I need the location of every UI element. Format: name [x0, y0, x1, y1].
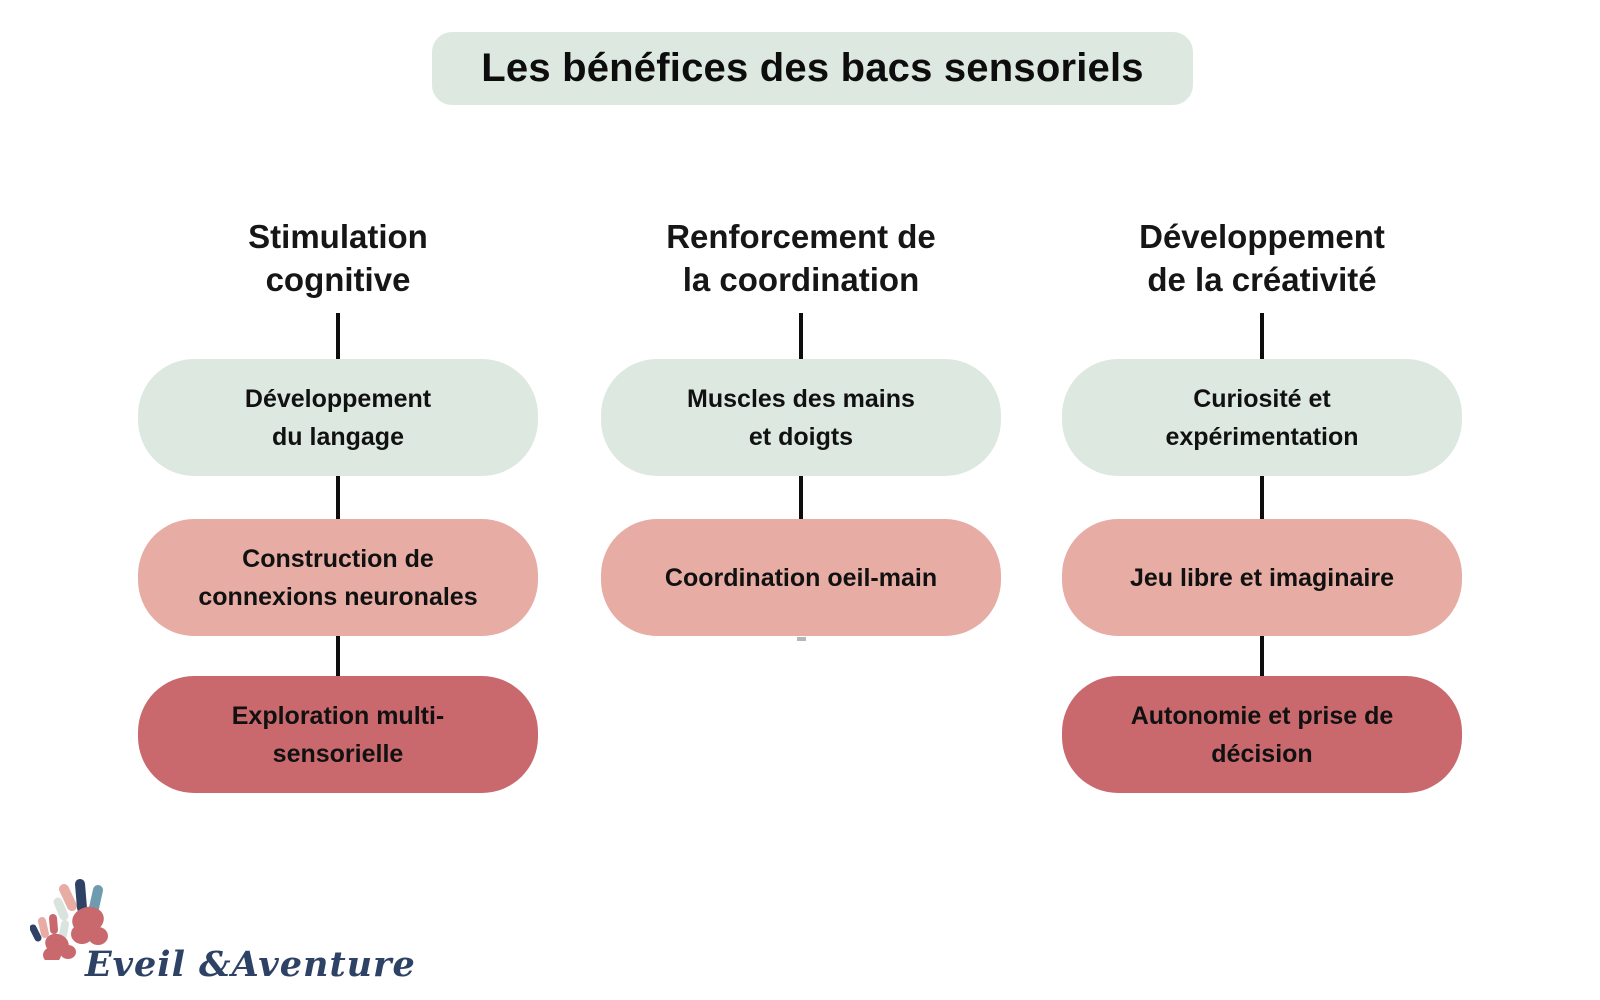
heading-line: Renforcement de	[666, 217, 936, 255]
benefit-text: Coordination oeil-main	[664, 563, 938, 592]
title-banner: Les bénéfices des bacs sensoriels	[432, 32, 1193, 105]
benefit-text: expérimentation	[1165, 422, 1359, 451]
benefit-text: Développement	[244, 384, 432, 413]
connector-line	[336, 476, 340, 519]
connector-line	[1260, 476, 1264, 519]
benefit-text: connexions neuronales	[198, 582, 478, 611]
benefit-box: Jeu libre et imaginaire	[1062, 519, 1462, 636]
connector-line	[799, 476, 803, 519]
benefit-box: Développement du langage	[138, 359, 538, 476]
brand-logo: Eveil &Aventure	[30, 860, 460, 990]
heading-line: cognitive	[265, 260, 411, 298]
benefit-text: Curiosité et	[1193, 384, 1331, 413]
benefit-box: Exploration multi- sensorielle	[138, 676, 538, 793]
benefit-box: Coordination oeil-main	[601, 519, 1001, 636]
column-developpement-creativite: Développement de la créativité Curiosité…	[1062, 205, 1462, 793]
connector-line	[336, 313, 340, 359]
benefit-text: Muscles des mains	[687, 384, 915, 413]
benefit-box: Muscles des mains et doigts	[601, 359, 1001, 476]
handprints-logo-icon	[30, 879, 108, 960]
benefit-text: décision	[1211, 739, 1313, 768]
column-heading: Stimulation cognitive	[138, 205, 538, 310]
page-title: Les bénéfices des bacs sensoriels	[481, 46, 1144, 90]
benefit-box: Curiosité et expérimentation	[1062, 359, 1462, 476]
benefit-text: Autonomie et prise de	[1130, 701, 1394, 730]
benefit-text: Jeu libre et imaginaire	[1130, 563, 1394, 592]
benefit-text: et doigts	[748, 422, 854, 451]
connector-line	[1260, 313, 1264, 359]
benefit-text: Exploration multi-	[231, 701, 445, 730]
heading-line: Développement	[1139, 217, 1385, 255]
connector-line	[336, 636, 340, 676]
heading-line: Stimulation	[248, 217, 428, 255]
heading-line: la coordination	[682, 260, 920, 298]
connector-line	[799, 313, 803, 359]
benefit-text: Construction de	[242, 544, 434, 573]
heading-line: de la créativité	[1147, 260, 1377, 298]
benefit-box: Construction de connexions neuronales	[138, 519, 538, 636]
benefit-text: du langage	[272, 422, 404, 451]
column-stimulation-cognitive: Stimulation cognitive Développement du l…	[138, 205, 538, 793]
connector-stub	[796, 637, 806, 641]
column-heading: Développement de la créativité	[1062, 205, 1462, 310]
benefit-box: Autonomie et prise de décision	[1062, 676, 1462, 793]
benefit-text: sensorielle	[272, 739, 404, 768]
column-renforcement-coordination: Renforcement de la coordination Muscles …	[601, 205, 1001, 641]
column-heading: Renforcement de la coordination	[601, 205, 1001, 310]
brand-name: Eveil &Aventure	[85, 944, 416, 985]
connector-line	[1260, 636, 1264, 676]
